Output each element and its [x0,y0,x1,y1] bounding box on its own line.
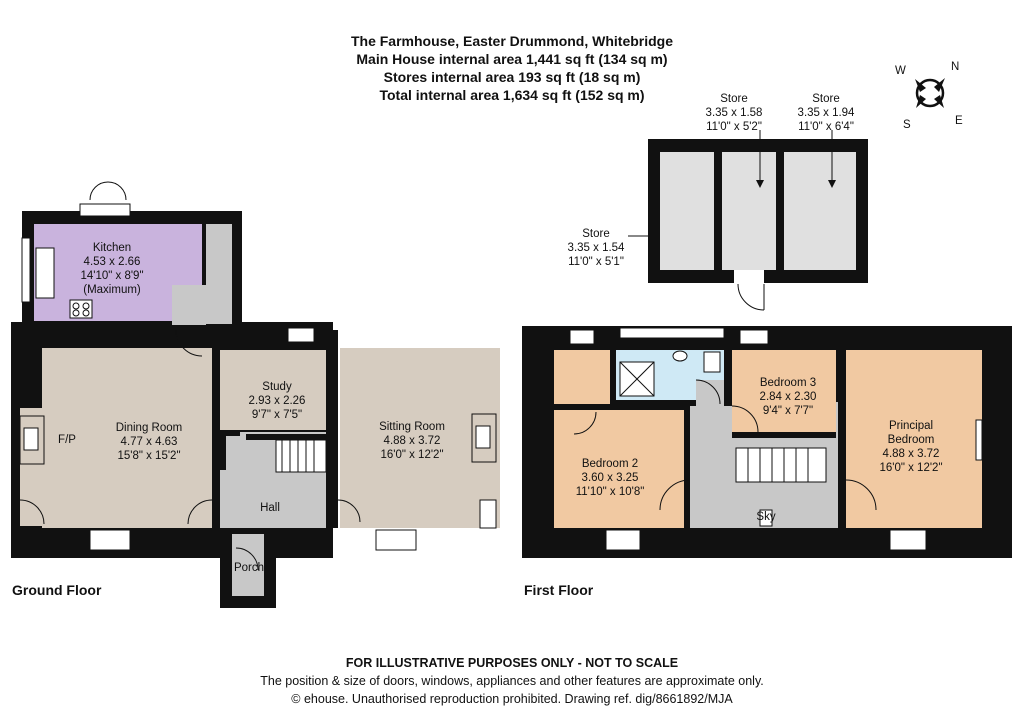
store-b-room [722,152,776,270]
ground-stairs [275,439,327,473]
store-b-label: Store [720,93,748,105]
dining-label: Dining Room [116,422,182,434]
kitchen-imperial: 14'10" x 8'9" [80,270,143,282]
porch [232,534,264,596]
total-area-text: Total internal area 1,634 sq ft (152 sq … [379,87,645,103]
principal-imperial: 16'0" x 12'2" [879,462,942,474]
first-floor-plan: Bedroom 2 3.60 x 3.25 11'10" x 10'8" Bed… [522,326,1012,558]
store-a-metric: 3.35 x 1.54 [568,242,626,254]
copyright-text: © ehouse. Unauthorised reproduction proh… [291,692,733,706]
principal-bedroom-room [846,350,982,528]
dining-room [42,348,212,528]
bedroom-2-label: Bedroom 2 [582,458,638,470]
bedroom-3-label: Bedroom 3 [760,377,816,389]
store-b-imperial: 11'0" x 5'2" [706,121,762,133]
sitting-metric: 4.88 x 3.72 [384,435,441,447]
sitting-imperial: 16'0" x 12'2" [380,449,443,461]
study-metric: 2.93 x 2.26 [249,395,306,407]
ground-lobby [206,224,232,324]
approximate-note: The position & size of doors, windows, a… [260,674,764,688]
study-label: Study [262,381,292,393]
bedroom-2-room [554,410,684,528]
bedroom-3-imperial: 9'4" x 7'7" [763,405,813,417]
study-imperial: 9'7" x 7'5" [252,409,302,421]
skylight-label: Sky [756,511,775,523]
compass-icon: W N S E [895,61,963,131]
main-area-text: Main House internal area 1,441 sq ft (13… [356,51,668,67]
porch-label: Porch [234,562,264,574]
store-c-room [784,152,856,270]
first-stairs [735,447,827,483]
study-room [220,350,326,430]
stores-area-text: Stores internal area 193 sq ft (18 sq m) [383,69,641,85]
compass-e: E [955,115,963,127]
fireplace-label: F/P [58,434,76,446]
kitchen-note: (Maximum) [83,284,141,296]
plan-title: The Farmhouse, Easter Drummond, Whitebri… [350,33,674,49]
first-floor-label: First Floor [524,582,594,598]
kitchen-metric: 4.53 x 2.66 [84,256,141,268]
sitting-label: Sitting Room [379,421,445,433]
hall-label: Hall [260,502,280,514]
disclaimer-text: FOR ILLUSTRATIVE PURPOSES ONLY - NOT TO … [345,656,679,670]
stores-plan: Store 3.35 x 1.54 11'0" x 5'1" Store 3.3… [568,93,868,311]
store-c-label: Store [812,93,840,105]
bedroom-2-metric: 3.60 x 3.25 [582,472,639,484]
store-c-metric: 3.35 x 1.94 [798,107,856,119]
compass-s: S [903,119,911,131]
hall [215,470,326,528]
bedroom-3-metric: 2.84 x 2.30 [760,391,817,403]
kitchen-label: Kitchen [93,242,131,254]
compass-w: W [895,65,906,77]
bedroom-2-imperial: 11'10" x 10'8" [576,486,645,498]
store-a-imperial: 11'0" x 5'1" [568,256,624,268]
store-a-label: Store [582,228,610,240]
ground-floor-label: Ground Floor [12,582,102,598]
principal-label-1: Principal [889,420,933,432]
principal-metric: 4.88 x 3.72 [883,448,940,460]
store-a-room [660,152,714,270]
store-b-metric: 3.35 x 1.58 [706,107,763,119]
dining-metric: 4.77 x 4.63 [121,436,178,448]
dining-imperial: 15'8" x 15'2" [117,450,180,462]
store-c-imperial: 11'0" x 6'4" [798,121,854,133]
bedroom-3-room [732,350,836,432]
compass-n: N [951,61,959,73]
ground-floor-plan: Kitchen 4.53 x 2.66 14'10" x 8'9" (Maxim… [11,181,500,608]
principal-label-2: Bedroom [888,434,935,446]
